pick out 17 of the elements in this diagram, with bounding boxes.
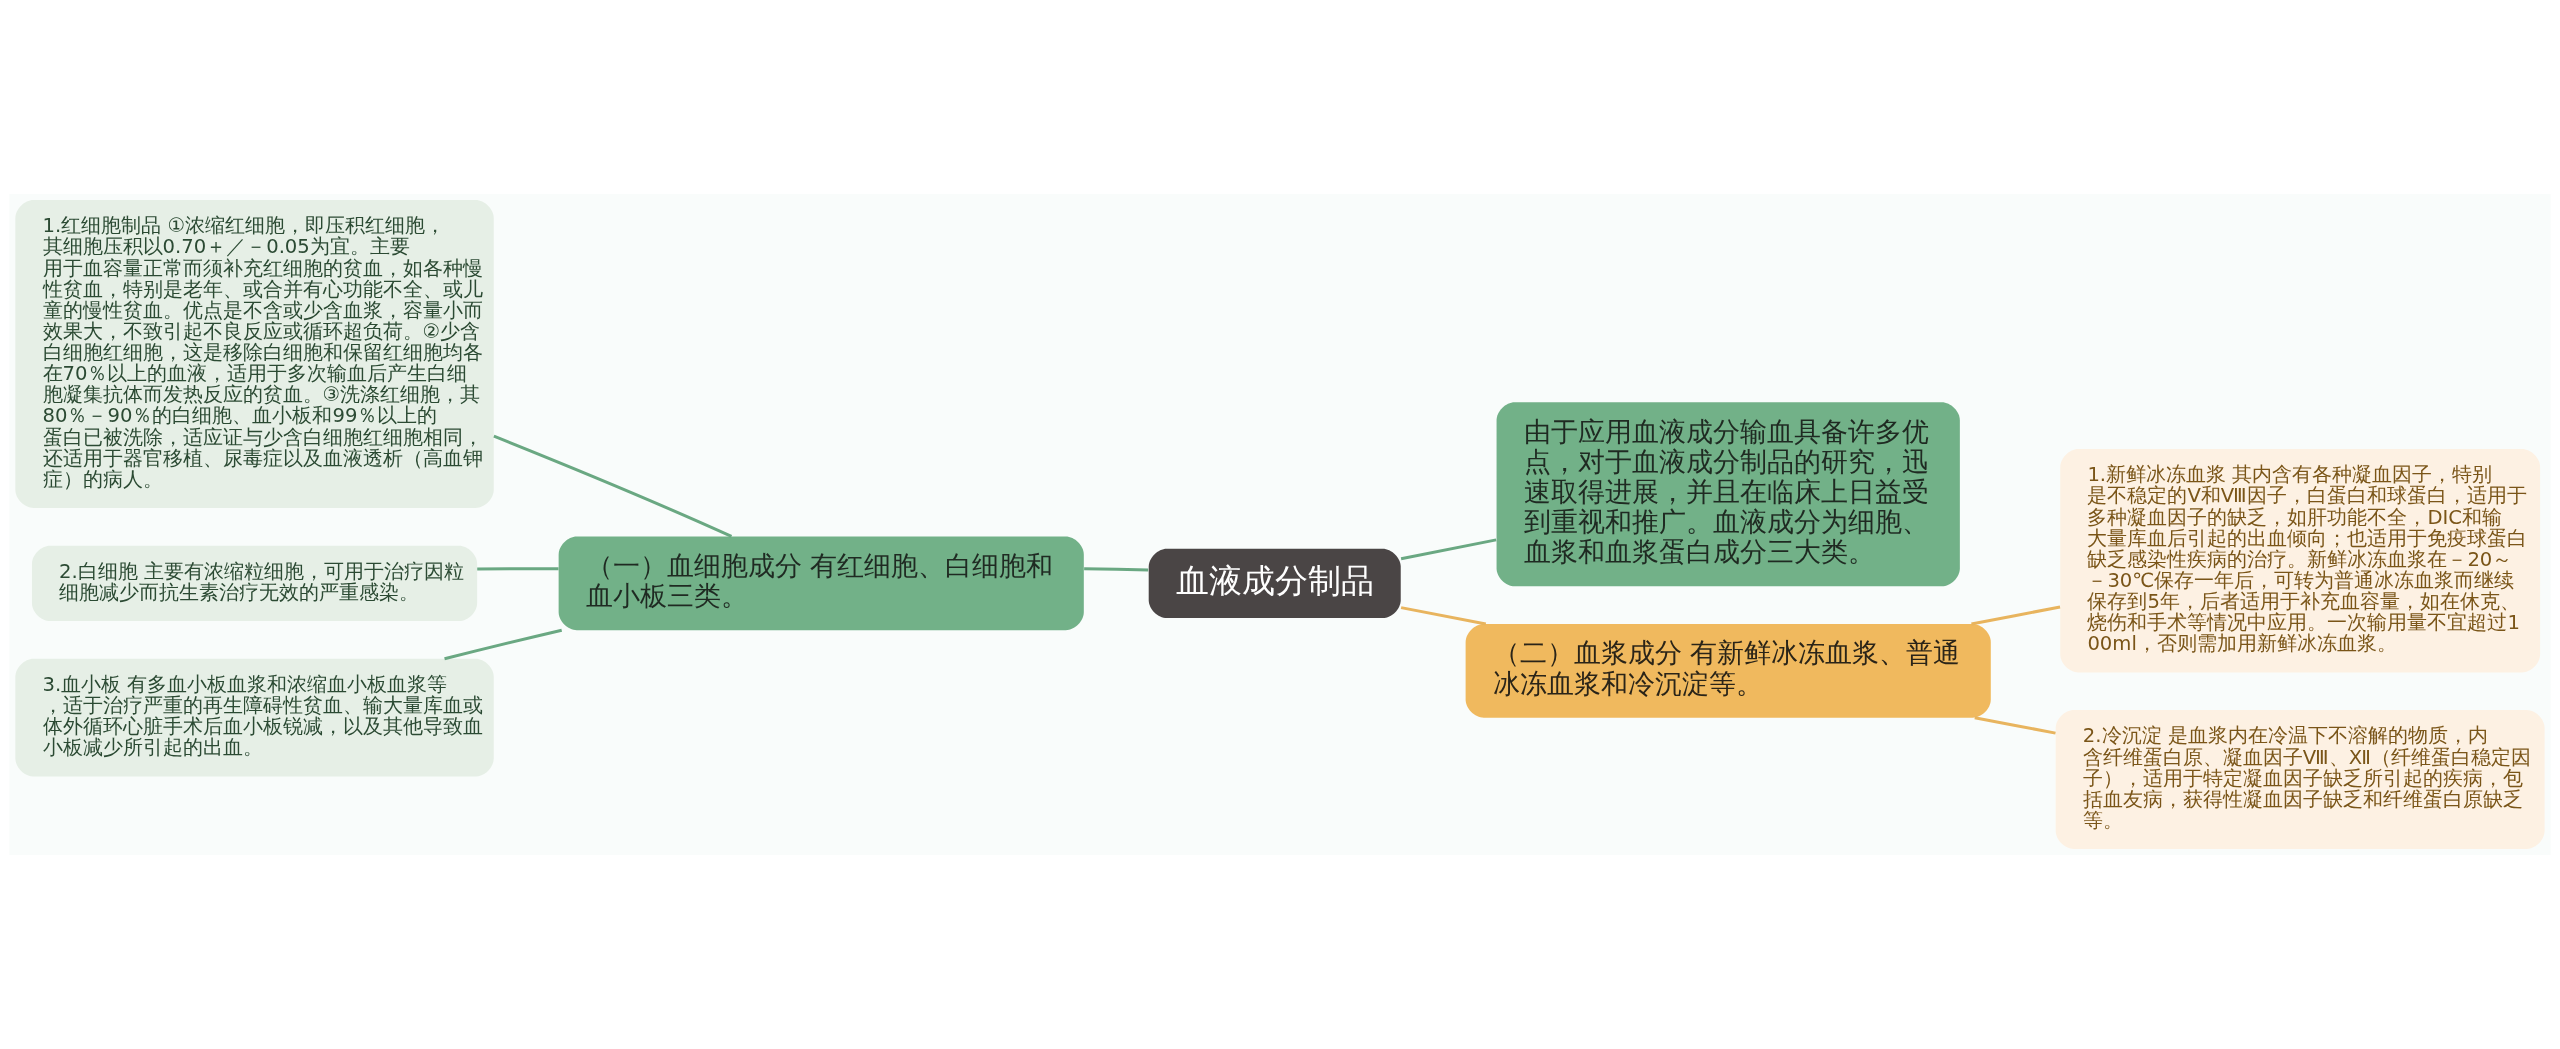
node-box: （一）血细胞成分 有红细胞、白细胞和血小板三类。 [558, 536, 1084, 631]
connector [1400, 606, 1487, 626]
node-box: 1.红细胞制品 ①浓缩红细胞，即压积红细胞，其细胞压积以0.70＋／－0.05为宜。主要用于血容量正常而须补充红细胞的贫血，如各种慢性贫血，特别是老年、或合并有心功能不全、或儿童的慢性贫血。优点是不含或少含血浆，容量小而效果大，不致引起不良反应或循环超负荷。②少含白细胞红细胞，这是移除白细胞和保留红细胞均各在70％以上的血液，适用于多次输血后产生白细胞凝集抗体而发热反应的贫血。③洗涤红细胞，其80％－90％的白细胞、血小板和99％以上的蛋白已被洗除，适应证与少含白细胞红细胞相同，还适用于器官移植、尿毒症以及血液透析（高血钾症）的病人。 [15, 200, 494, 508]
node-box: 由于应用血液成分输血具备许多优点，对于血液成分制品的研究，迅速取得进展，并且在临床上日益受到重视和推广。血液成分为细胞、血浆和血浆蛋白成分三大类。 [1496, 402, 1960, 587]
connector [493, 434, 733, 538]
connector [1974, 716, 2056, 735]
node-box: 血液成分制品 [1148, 548, 1401, 619]
connector [1971, 605, 2061, 626]
node-box: （二）血浆成分 有新鲜冰冻血浆、普通冰冻血浆和冷沉淀等。 [1465, 624, 1991, 718]
node-box: 1.新鲜冰冻血浆 其内含有各种凝血因子，特别是不稳定的Ⅴ和Ⅷ因子，白蛋白和球蛋白，适用于多种凝血因子的缺乏，如肝功能不全，DIC和输大量库血后引起的出血倾向；也适用于免疫球蛋白缺乏感染性疾病的治疗。新鲜冰冻血浆在－20～－30℃保存一年后，可转为普通冰冻血浆而继续保存到5年，后者适用于补充血容量，如在休克、烧伤和手术等情况中应用。一次输用量不宜超过100ml，否则需加用新鲜冰冻血浆。 [2060, 449, 2541, 673]
connector [1400, 538, 1497, 561]
connector [444, 628, 563, 661]
connector [477, 567, 559, 571]
connector [1084, 567, 1149, 572]
node-box: 2.白细胞 主要有浓缩粒细胞，可用于治疗因粒细胞减少而抗生素治疗无效的严重感染。 [31, 545, 478, 622]
node-box: 2.冷沉淀 是血浆内在冷温下不溶解的物质，内含纤维蛋白原、凝血因子Ⅷ、Ⅻ（纤维蛋白稳定因子），适用于特定凝血因子缺乏所引起的疾病，包括血友病，获得性凝血因子缺乏和纤维蛋白原缺乏等。 [2055, 710, 2545, 849]
node-box: 3.血小板 有多血小板血浆和浓缩血小板血浆等，适于治疗严重的再生障碍性贫血、输大量库血或体外循环心脏手术后血小板锐减，以及其他导致血小板减少所引起的出血。 [15, 658, 494, 777]
